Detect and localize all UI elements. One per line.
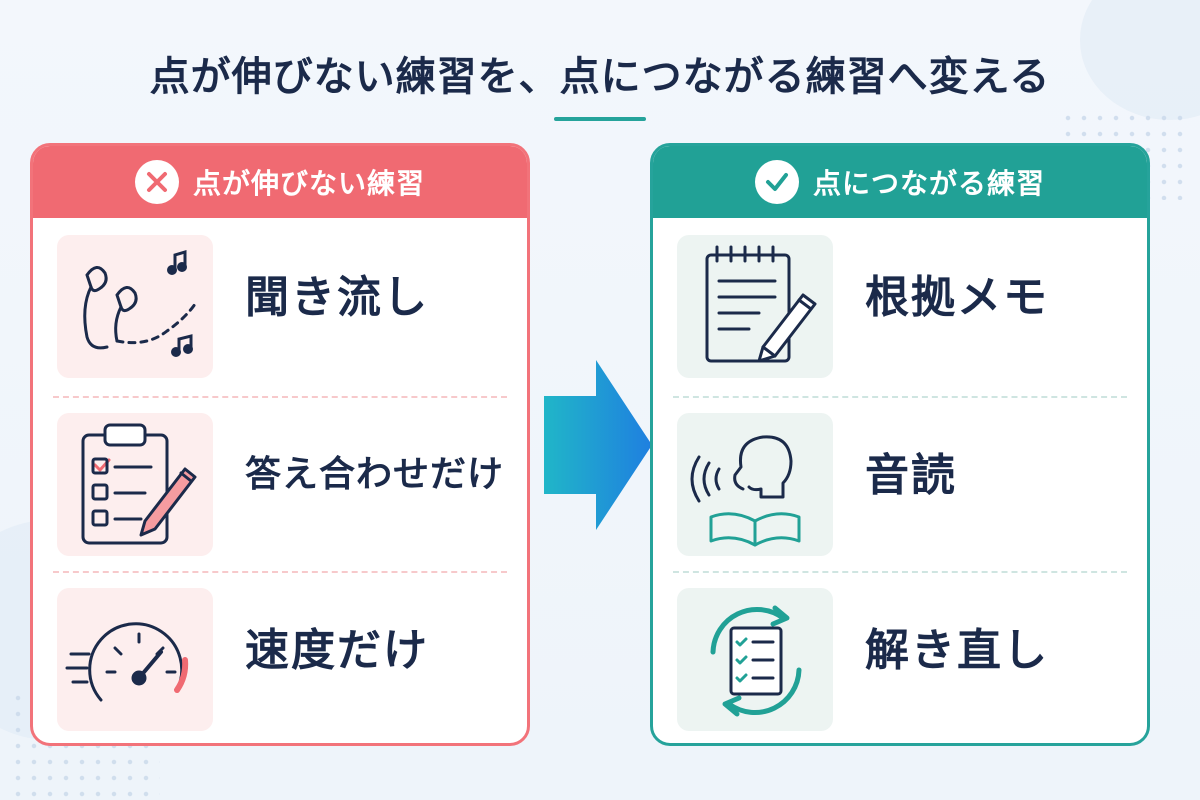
check-icon xyxy=(754,160,799,204)
page-title: 点が伸びない練習を、点につながる練習へ変える xyxy=(149,54,1051,100)
list-item: 聞き流し xyxy=(33,218,527,378)
bad-practice-panel: 点が伸びない練習 聞き流し xyxy=(30,143,530,746)
divider xyxy=(673,571,1127,573)
item-label: 根拠メモ xyxy=(865,272,1049,323)
divider xyxy=(53,571,507,573)
earphones-music-icon xyxy=(57,235,213,378)
list-item: 根拠メモ xyxy=(653,218,1147,378)
divider xyxy=(673,396,1127,398)
arrow-right-icon xyxy=(544,360,652,530)
title-underline xyxy=(554,117,646,121)
redo-cycle-icon xyxy=(677,588,833,731)
bad-practice-heading: 点が伸びない練習 xyxy=(192,167,425,200)
cross-icon xyxy=(134,160,179,204)
item-label: 聞き流し xyxy=(245,272,429,323)
bad-practice-header: 点が伸びない練習 xyxy=(33,146,527,218)
list-item: 速度だけ xyxy=(33,571,527,731)
good-practice-header: 点につながる練習 xyxy=(653,146,1147,218)
reading-aloud-icon xyxy=(677,413,833,556)
item-label: 音読 xyxy=(865,450,957,501)
clipboard-checklist-icon xyxy=(57,413,213,556)
good-practice-panel: 点につながる練習 根拠メモ 音読 xyxy=(650,143,1150,746)
list-item: 解き直し xyxy=(653,571,1147,731)
item-label: 答え合わせだけ xyxy=(245,454,505,495)
list-item: 答え合わせだけ xyxy=(33,396,527,556)
good-practice-heading: 点につながる練習 xyxy=(812,167,1045,200)
list-item: 音読 xyxy=(653,396,1147,556)
speedometer-icon xyxy=(57,588,213,731)
notepad-pencil-icon xyxy=(677,235,833,378)
item-label: 解き直し xyxy=(865,625,1049,676)
item-label: 速度だけ xyxy=(245,625,429,676)
divider xyxy=(53,396,507,398)
